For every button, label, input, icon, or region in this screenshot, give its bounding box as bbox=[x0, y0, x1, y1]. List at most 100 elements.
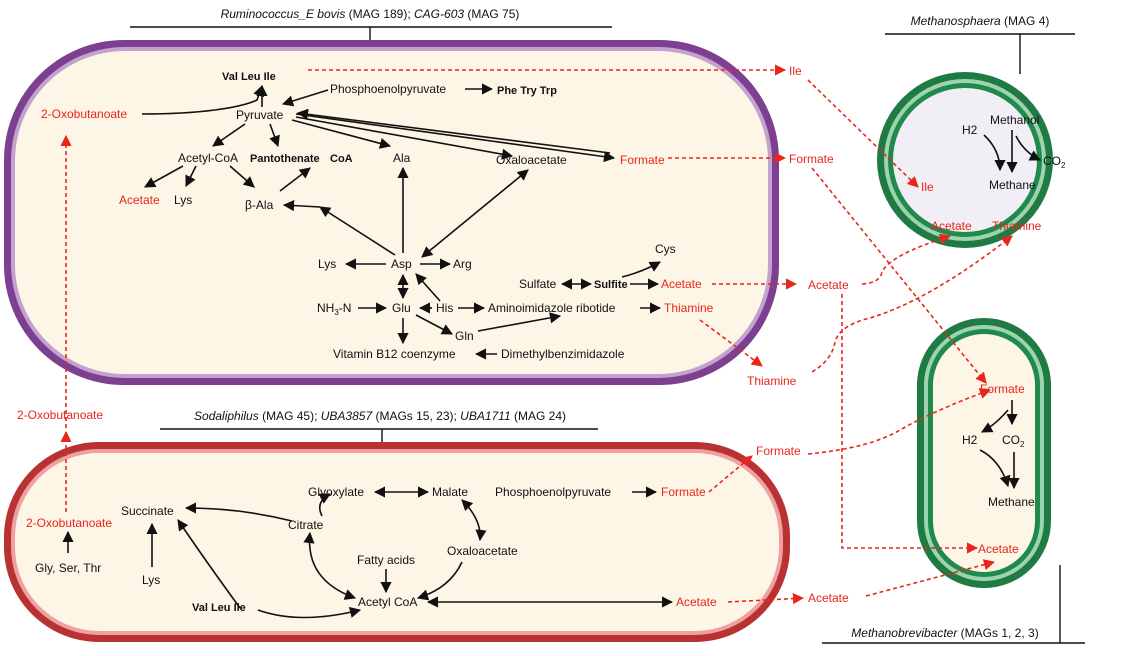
bottom-cell-arrows bbox=[62, 486, 674, 619]
label-fatty-acids: Fatty acids bbox=[357, 553, 415, 567]
co2-main: CO bbox=[1002, 433, 1020, 447]
label-thiamine-between: Thiamine bbox=[747, 374, 797, 388]
label-thiamine-top: Thiamine bbox=[664, 301, 714, 315]
arrow-acetylcoa-to-beta-ala bbox=[229, 165, 255, 188]
label-formate-top: Formate bbox=[620, 153, 665, 167]
bottom-header-part: UBA3857 bbox=[321, 409, 374, 423]
label-thiamine-methanosphaera: Thiamine bbox=[992, 219, 1042, 233]
methanosphaera-interior: H2 Methanol CO2 Ile Methane Acetate Thia… bbox=[921, 113, 1066, 233]
label-ile-between: Ile bbox=[789, 64, 802, 78]
label-acetate-between-bottom: Acetate bbox=[808, 591, 849, 605]
label-acetate-between: Acetate bbox=[808, 278, 849, 292]
dash-thiamine-to-thiamine bbox=[699, 319, 763, 367]
label-formate-between: Formate bbox=[789, 152, 834, 166]
arrow-pyruvate-to-acetylcoa bbox=[212, 123, 246, 147]
label-glyoxylate: Glyoxylate bbox=[308, 485, 364, 499]
dash-acetate-to-methanobrevibacter bbox=[841, 294, 979, 554]
arrow-gln-to-aminoimidazole bbox=[477, 312, 562, 332]
arrow-asp-to-beta-ala bbox=[319, 206, 396, 256]
label-ala: Ala bbox=[393, 151, 411, 165]
top-header: Ruminococcus_E bovis (MAG 189); CAG-603 … bbox=[130, 7, 612, 40]
label-h2-methanosphaera: H2 bbox=[962, 123, 978, 137]
arrow-sulfite-to-cys bbox=[621, 261, 661, 278]
top-header-text: Ruminococcus_E bovis (MAG 189); CAG-603 … bbox=[221, 7, 520, 21]
label-succinate: Succinate bbox=[121, 504, 174, 518]
label-phosphoenolpyruvate-bottom: Phosphoenolpyruvate bbox=[495, 485, 611, 499]
label-2-oxobutanoate-bottom: 2-Oxobutanoate bbox=[26, 516, 112, 530]
bottom-header: Sodaliphilus (MAG 45); UBA3857 (MAGs 15,… bbox=[160, 409, 598, 442]
label-oxaloacetate: Oxaloacetate bbox=[496, 153, 567, 167]
arrow-bcaa-to-acetyl-coa bbox=[257, 607, 362, 619]
methanosphaera-header: Methanosphaera (MAG 4) bbox=[885, 14, 1075, 74]
label-lys-bottom: Lys bbox=[142, 573, 160, 587]
arrow-citrate-to-succinate bbox=[184, 502, 293, 522]
label-acetate-methanobrevibacter: Acetate bbox=[978, 542, 1019, 556]
arrow-beta-ala-to-pantothenate bbox=[279, 167, 311, 192]
dash-acetate-to-methanobrevibacter-bottom bbox=[865, 559, 996, 597]
label-citrate: Citrate bbox=[288, 518, 324, 532]
methanosphaera-cell bbox=[877, 72, 1053, 248]
label-val-leu-ile-bottom: Val Leu Ile bbox=[192, 602, 246, 614]
label-pyruvate: Pyruvate bbox=[236, 108, 284, 122]
dash-thiamine-to-methanosphaera bbox=[811, 235, 1013, 373]
co2-subscript: 2 bbox=[1061, 161, 1066, 170]
label-val-leu-ile: Val Leu Ile bbox=[222, 71, 276, 83]
label-vitamin-b12: Vitamin B12 coenzyme bbox=[333, 347, 456, 361]
label-coa: CoA bbox=[330, 153, 353, 165]
top-header-part: (MAG 189); bbox=[345, 7, 414, 21]
co2-main: CO bbox=[1043, 154, 1061, 168]
arrow-pyruvate-to-ala bbox=[291, 119, 392, 149]
label-phosphoenolpyruvate: Phosphoenolpyruvate bbox=[330, 82, 446, 96]
arrow-pyruvate-to-formate bbox=[295, 113, 616, 163]
methanosphaera-header-part: (MAG 4) bbox=[1001, 14, 1050, 28]
arrow-pyruvate-to-oxaloacetate bbox=[295, 116, 514, 160]
label-methane-methanobrevibacter: Methane bbox=[988, 495, 1035, 509]
arrow-citrate-to-glyoxylate bbox=[318, 493, 331, 517]
label-formate-methanobrevibacter: Formate bbox=[980, 382, 1025, 396]
label-acetate-sulfite: Acetate bbox=[661, 277, 702, 291]
label-2-oxobutanoate: 2-Oxobutanoate bbox=[41, 107, 127, 121]
label-lys-top: Lys bbox=[174, 193, 192, 207]
label-sulfate: Sulfate bbox=[519, 277, 557, 291]
label-beta-ala: β-Ala bbox=[245, 198, 274, 212]
methanobrevibacter-header-text: Methanobrevibacter (MAGs 1, 2, 3) bbox=[851, 626, 1038, 640]
label-acetate-methanosphaera: Acetate bbox=[931, 219, 972, 233]
bottom-header-part: (MAGs 15, 23); bbox=[372, 409, 460, 423]
label-malate: Malate bbox=[432, 485, 468, 499]
label-asp: Asp bbox=[391, 257, 412, 271]
arrow-oxaloacetate-asp bbox=[421, 169, 529, 258]
label-formate-bottom: Formate bbox=[661, 485, 706, 499]
arrow-citrate-acetyl-coa bbox=[303, 531, 357, 600]
co2-subscript: 2 bbox=[1020, 440, 1025, 449]
bottom-cell bbox=[4, 442, 790, 642]
arrow-pyruvate-to-pantothenate bbox=[269, 123, 280, 148]
arrow-his-to-asp bbox=[415, 273, 441, 302]
label-cys: Cys bbox=[655, 242, 676, 256]
arrow-bcaa-to-succinate bbox=[177, 519, 241, 609]
label-his: His bbox=[436, 301, 453, 315]
arrow-asp-to-beta-ala-tail bbox=[282, 199, 321, 212]
arrow-glu-to-gln bbox=[415, 314, 453, 335]
dash-formate-to-methanobrevibacter-bottom bbox=[807, 388, 992, 455]
top-cell bbox=[4, 40, 779, 385]
label-pantothenate: Pantothenate bbox=[250, 153, 320, 165]
label-methane-methanosphaera: Methane bbox=[989, 178, 1036, 192]
dash-formate-bottom-to-formate bbox=[708, 455, 753, 493]
label-acetate-top: Acetate bbox=[119, 193, 160, 207]
label-acetyl-coa-bottom: Acetyl CoA bbox=[358, 595, 417, 609]
arrow-methanol-to-co2 bbox=[1015, 135, 1042, 161]
exchange-arrows bbox=[60, 64, 1013, 605]
label-methanol: Methanol bbox=[990, 113, 1039, 127]
bottom-header-text: Sodaliphilus (MAG 45); UBA3857 (MAGs 15,… bbox=[194, 409, 566, 423]
arrow-malate-to-oxaloacetate bbox=[461, 499, 487, 542]
bottom-header-part: (MAG 45); bbox=[259, 409, 321, 423]
label-sulfite: Sulfite bbox=[594, 279, 628, 291]
label-phe-try-trp: Phe Try Trp bbox=[497, 85, 557, 97]
label-h2-methanobrevibacter: H2 bbox=[962, 433, 978, 447]
between-labels: Ile Formate Acetate Thiamine 2-Oxobutano… bbox=[17, 64, 849, 605]
bottom-header-part: Sodaliphilus bbox=[194, 409, 259, 423]
label-acetate-bottom: Acetate bbox=[676, 595, 717, 609]
label-dimethylbenzimidazole: Dimethylbenzimidazole bbox=[501, 347, 625, 361]
label-2-oxobutanoate-between: 2-Oxobutanoate bbox=[17, 408, 103, 422]
methanosphaera-header-part: Methanosphaera bbox=[911, 14, 1001, 28]
